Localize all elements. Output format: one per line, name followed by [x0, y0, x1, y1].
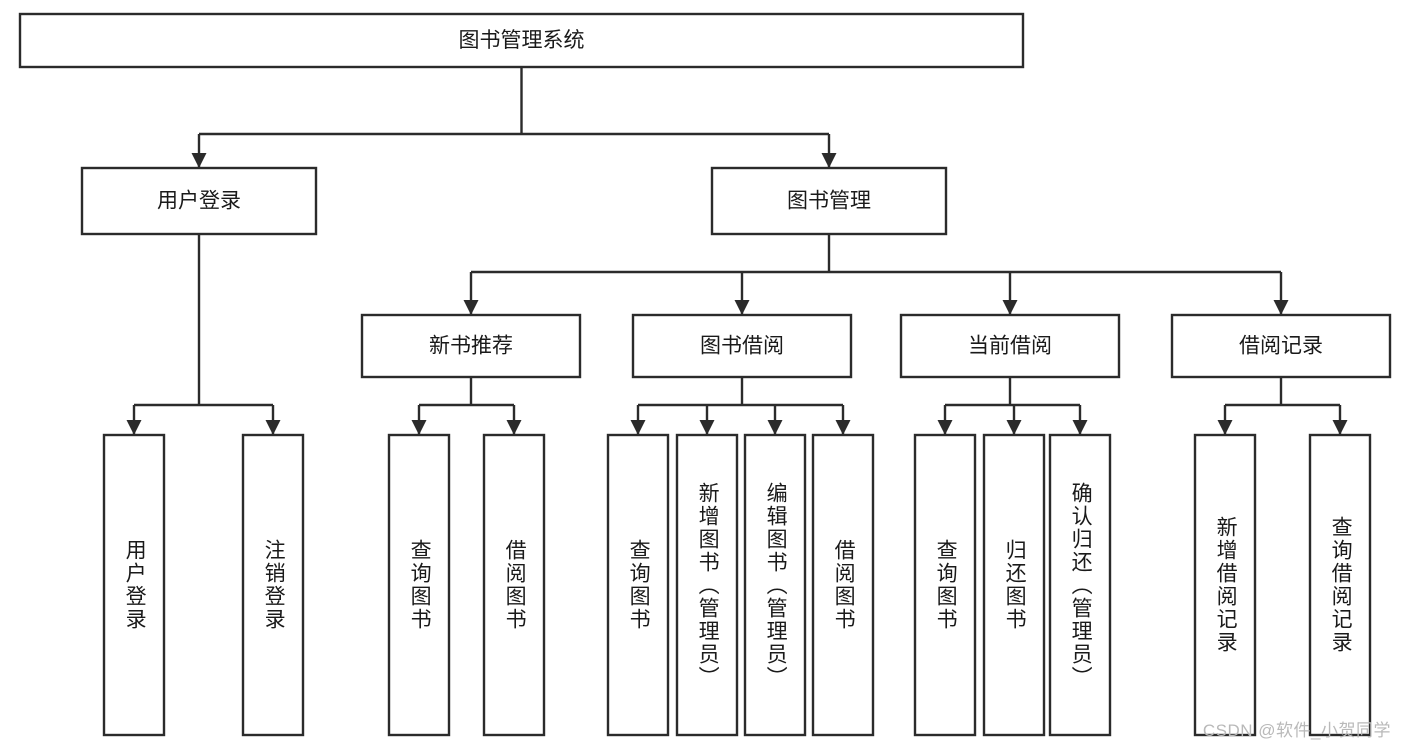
arrow-head-icon-book-management — [821, 153, 837, 168]
arrow-head-icon-leaf-query-book-1 — [411, 420, 427, 435]
node-box-leaf-logout[interactable] — [241, 433, 305, 737]
node-box-root[interactable] — [18, 12, 1025, 69]
arrow-head-icon-leaf-confirm-return — [1072, 420, 1088, 435]
node-label-book-borrow: 图书借阅 — [700, 335, 784, 358]
arrow-head-icon-user-login — [191, 153, 207, 168]
node-box-book-borrow[interactable] — [631, 313, 853, 379]
arrow-head-icon-new-book-recommend — [463, 300, 479, 315]
node-box-leaf-user-login[interactable] — [102, 433, 166, 737]
node-box-book-management[interactable] — [710, 166, 948, 236]
arrow-head-icon-leaf-borrow-book-1 — [506, 420, 522, 435]
node-box-borrow-record[interactable] — [1170, 313, 1392, 379]
node-box-leaf-confirm-return[interactable] — [1048, 433, 1112, 737]
node-box-leaf-query-book-2[interactable] — [606, 433, 670, 737]
node-label-user-login: 用户登录 — [157, 190, 241, 213]
node-box-leaf-query-borrow-record[interactable] — [1308, 433, 1372, 737]
node-label-root: 图书管理系统 — [459, 29, 585, 52]
arrow-head-icon-leaf-add-borrow-record — [1217, 420, 1233, 435]
node-box-leaf-borrow-book-1[interactable] — [482, 433, 546, 737]
node-box-leaf-add-book[interactable] — [675, 433, 739, 737]
edges-layer — [126, 67, 1348, 435]
node-box-user-login[interactable] — [80, 166, 318, 236]
arrow-head-icon-leaf-return-book — [1006, 420, 1022, 435]
arrow-head-icon-leaf-edit-book — [767, 420, 783, 435]
boxes-layer — [18, 12, 1392, 737]
node-box-leaf-add-borrow-record[interactable] — [1193, 433, 1257, 737]
node-label-book-management: 图书管理 — [787, 190, 871, 213]
node-label-current-borrow: 当前借阅 — [968, 335, 1052, 358]
node-box-current-borrow[interactable] — [899, 313, 1121, 379]
arrow-head-icon-book-borrow — [734, 300, 750, 315]
arrow-head-icon-current-borrow — [1002, 300, 1018, 315]
arrow-head-icon-borrow-record — [1273, 300, 1289, 315]
node-box-new-book-recommend[interactable] — [360, 313, 582, 379]
node-box-leaf-query-book-1[interactable] — [387, 433, 451, 737]
arrow-head-icon-leaf-query-borrow-record — [1332, 420, 1348, 435]
node-box-leaf-borrow-book-2[interactable] — [811, 433, 875, 737]
watermark-text: CSDN @软件_小贺同学 — [1202, 721, 1391, 740]
node-label-borrow-record: 借阅记录 — [1239, 335, 1323, 358]
node-label-new-book-recommend: 新书推荐 — [429, 335, 513, 358]
arrow-head-icon-leaf-add-book — [699, 420, 715, 435]
node-box-leaf-return-book[interactable] — [982, 433, 1046, 737]
node-box-leaf-query-book-3[interactable] — [913, 433, 977, 737]
arrow-head-icon-leaf-borrow-book-2 — [835, 420, 851, 435]
arrow-head-icon-leaf-logout — [265, 420, 281, 435]
node-box-leaf-edit-book[interactable] — [743, 433, 807, 737]
arrow-head-icon-leaf-query-book-3 — [937, 420, 953, 435]
arrow-head-icon-leaf-query-book-2 — [630, 420, 646, 435]
arrow-head-icon-leaf-user-login — [126, 420, 142, 435]
